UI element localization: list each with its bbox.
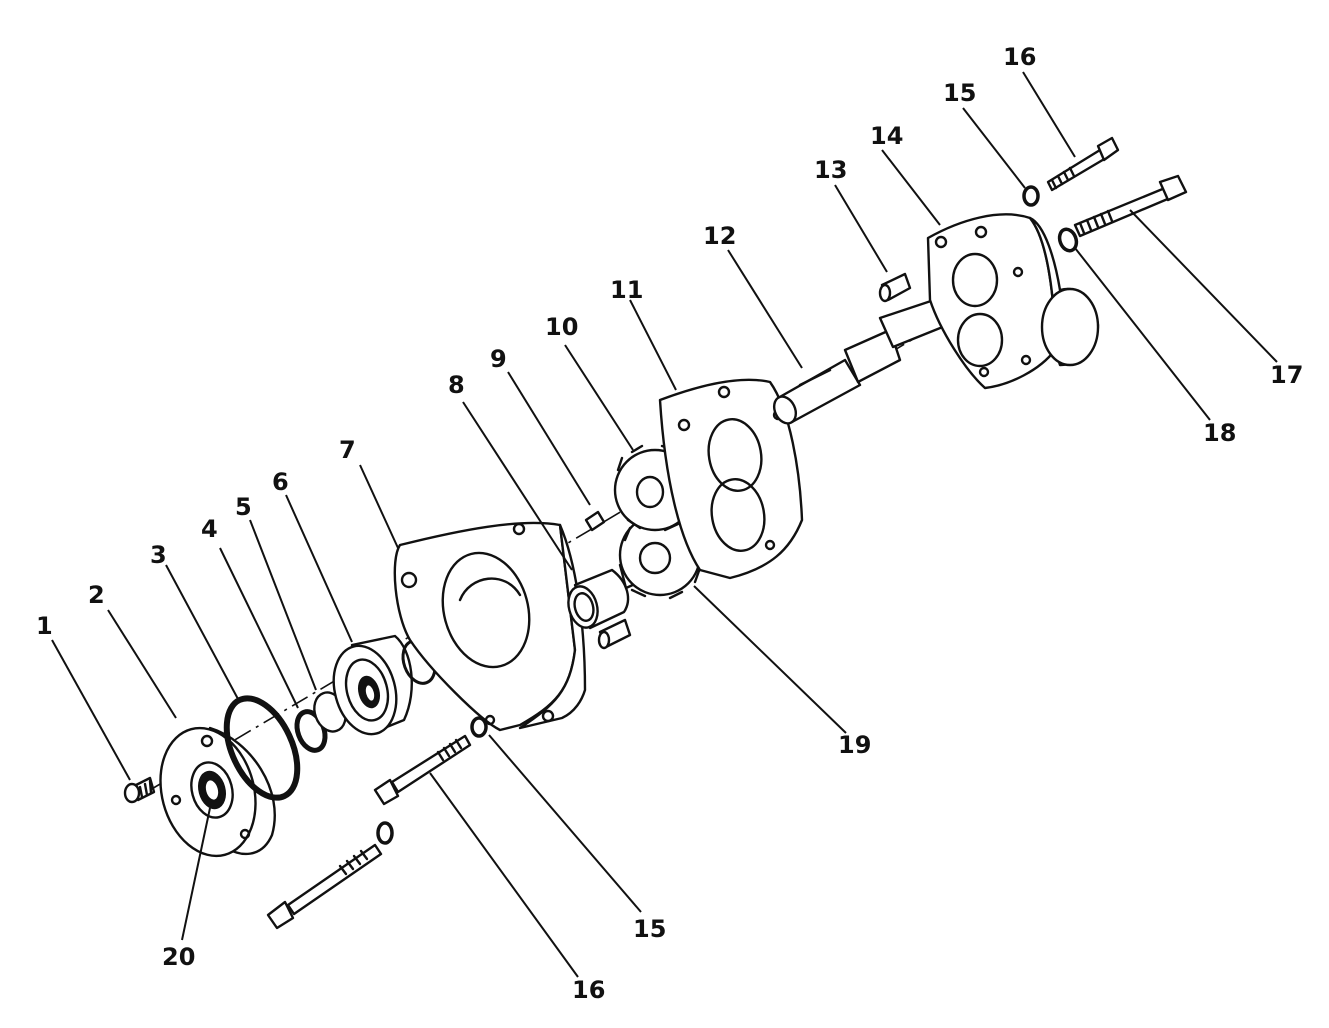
part-washer-16-bottom [376,821,394,845]
callout-18: 18 [1203,419,1236,447]
part-bolt-16-bottom-lower [266,843,383,930]
callout-7: 7 [339,436,356,464]
part-bolt-16-bottom-upper [373,734,472,806]
part-bolt-16-top [1046,136,1120,192]
callout-12: 12 [703,222,736,250]
callout-13: 13 [814,156,847,184]
callout-3: 3 [150,541,167,569]
callout-8: 8 [448,371,465,399]
callout-20: 20 [162,943,195,971]
callout-19: 19 [838,731,871,759]
part-key-9 [584,510,606,532]
part-rear-cover-14 [926,213,1100,390]
part-needle-bearing-8 [567,568,630,630]
assembly-centerline [149,269,1031,791]
part-oring-3 [223,695,301,801]
callout-9: 9 [490,345,507,373]
callout-15-top: 15 [943,79,976,107]
leader-lines [51,71,1278,978]
part-gear-housing-11 [658,378,804,580]
callout-10: 10 [545,313,578,341]
callout-15-bottom: 15 [633,915,666,943]
callout-6: 6 [272,468,289,496]
callout-16-top: 16 [1003,43,1036,71]
part-dowel-13 [878,272,912,303]
callout-5: 5 [235,493,252,521]
callout-1: 1 [36,612,53,640]
part-washer-15-bottom [470,716,488,738]
callout-16-bottom: 16 [572,976,605,1004]
callout-labels: 1 2 3 4 5 6 7 8 9 10 11 12 13 14 15 16 1… [36,43,1303,1004]
part-screw-1 [123,776,156,804]
part-front-housing-7 [393,521,587,732]
part-washer-18 [1057,227,1079,253]
callout-4: 4 [201,515,218,543]
part-bolt-17 [1073,174,1188,238]
callout-14: 14 [870,122,903,150]
callout-2: 2 [88,581,105,609]
part-pin [597,618,632,650]
part-washer-15-top [1022,185,1040,207]
callout-11: 11 [610,276,643,304]
callout-17: 17 [1270,361,1303,389]
